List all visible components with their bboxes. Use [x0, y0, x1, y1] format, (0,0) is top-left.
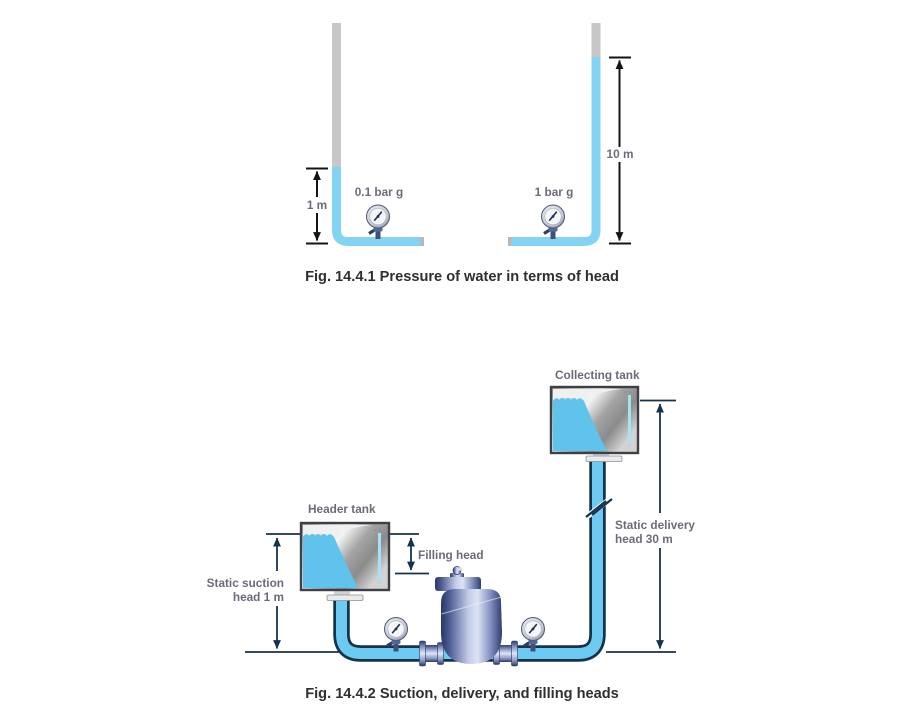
static-delivery-label-line1: Static delivery	[615, 518, 695, 532]
flange-plate	[511, 640, 518, 667]
pump-vessel	[419, 566, 518, 667]
tank-splash-band	[553, 389, 622, 401]
level-gauge-end	[627, 443, 632, 448]
figure-1: 0.1 bar g 1 m 1 bar g 10 m	[305, 23, 633, 285]
pipe-empty-section	[591, 23, 601, 57]
pump-left-flange	[419, 640, 444, 667]
flange-barrel	[424, 645, 440, 662]
filling-head-label: Filling head	[418, 548, 484, 562]
header-tank: Header tank	[299, 502, 391, 601]
head-dimension-1m: 1 m	[306, 167, 328, 245]
static-suction-label-line2: head 1 m	[233, 590, 284, 604]
gauge-pressure-label: 1 bar g	[535, 185, 574, 199]
pipe-water	[332, 23, 424, 246]
figure-1-caption: Fig. 14.4.1 Pressure of water in terms o…	[305, 269, 619, 285]
pipe-empty-section	[332, 23, 341, 167]
collecting-tank-label: Collecting tank	[555, 368, 640, 382]
static-suction-label-line1: Static suction	[207, 576, 284, 590]
flange-barrel	[497, 645, 513, 662]
tank-water	[303, 534, 358, 588]
tank-water	[553, 398, 607, 451]
filling-head-dimension: Filling head	[389, 533, 484, 575]
low-pressure-pipe: 0.1 bar g 1 m	[306, 23, 424, 246]
tank-outlet-neck	[334, 590, 350, 596]
static-delivery-dimension: Static delivery head 30 m	[606, 399, 695, 653]
static-suction-dimension: Static suction head 1 m	[207, 533, 347, 653]
flange-plate	[419, 640, 426, 667]
dimension-label: 10 m	[607, 147, 634, 161]
figure-2: Static suction head 1 m Static delivery …	[207, 368, 696, 702]
pipe-water	[508, 23, 601, 246]
pipe-break-icon	[585, 496, 613, 519]
pressure-gauge-icon	[539, 203, 567, 241]
head-dimension-10m: 10 m	[607, 56, 634, 245]
dimension-label: 1 m	[307, 198, 327, 212]
pump-vent-highlight	[458, 567, 462, 571]
pump-cap	[435, 577, 481, 591]
pump-body	[441, 589, 502, 664]
tank-outlet-flange	[326, 594, 364, 601]
tank-inlet-flange	[585, 455, 623, 462]
break-line	[585, 500, 607, 518]
pump-vent-base	[450, 573, 464, 578]
figure-2-caption: Fig. 14.4.2 Suction, delivery, and filli…	[305, 686, 619, 702]
level-gauge-end	[377, 580, 382, 585]
header-tank-label: Header tank	[308, 502, 376, 516]
flange-plate	[437, 642, 444, 665]
break-line	[591, 498, 613, 516]
tank-inlet-neck	[593, 452, 609, 458]
high-pressure-pipe: 1 bar g 10 m	[508, 23, 633, 246]
collecting-tank: Collecting tank	[549, 368, 640, 462]
tank-splash-band	[303, 525, 372, 537]
pump-body-seam	[441, 596, 502, 615]
static-delivery-label-line2: head 30 m	[615, 532, 673, 546]
pressure-gauge-icon	[364, 203, 392, 241]
pipe-cut-end	[508, 237, 512, 246]
gauge-pressure-label: 0.1 bar g	[355, 185, 404, 199]
pipe-cut-end	[420, 237, 424, 246]
